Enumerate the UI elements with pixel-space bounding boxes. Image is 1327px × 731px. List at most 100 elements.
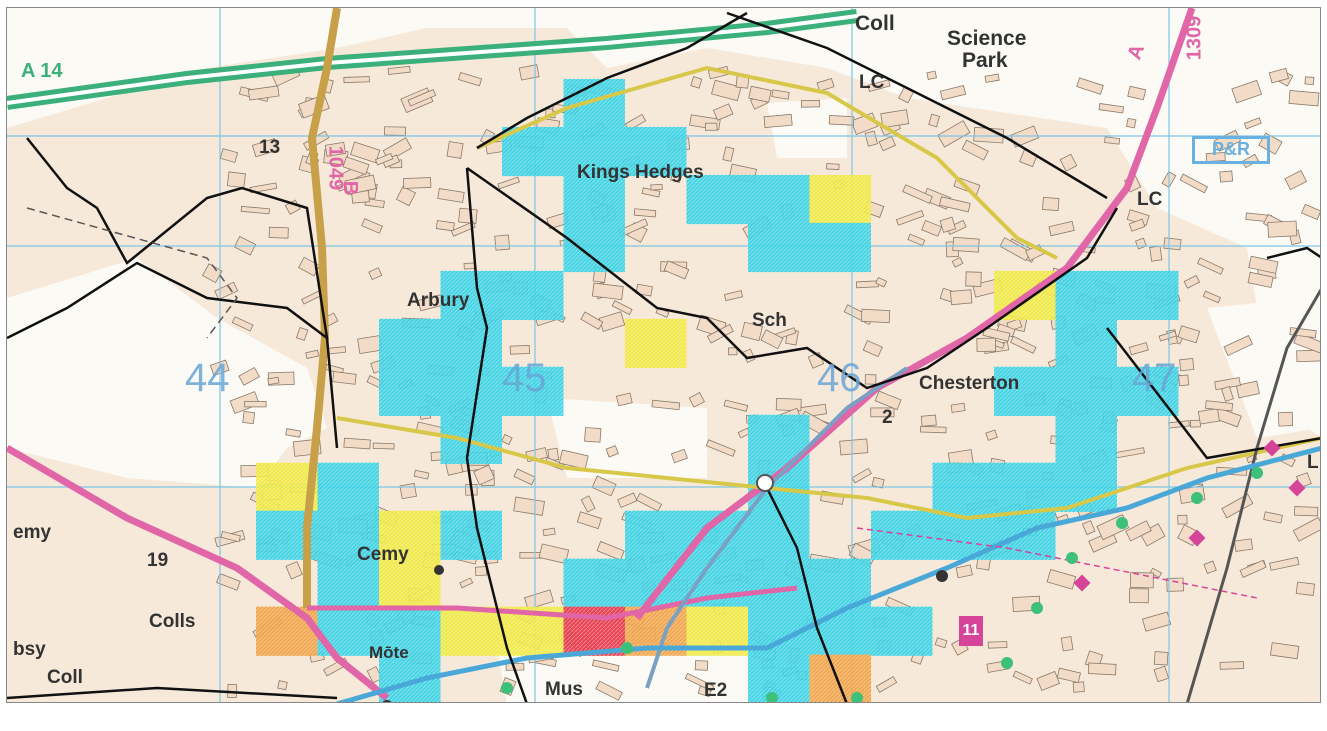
heat-cell-cyan xyxy=(748,654,810,702)
green-dot-9 xyxy=(1191,492,1203,504)
park-and-ride-sign: P&R xyxy=(1192,136,1270,164)
green-dot-3 xyxy=(766,692,778,702)
place-label-colls: Colls xyxy=(149,611,196,632)
heat-cell-cyan xyxy=(563,222,625,273)
place-label-arbury: Arbury xyxy=(407,290,470,311)
road-kings-hedges xyxy=(476,65,1058,260)
ward-boundary-9 xyxy=(7,686,338,700)
grid-number-44: 44 xyxy=(185,356,230,400)
church-symbol-south xyxy=(382,700,392,702)
ward-boundary-4 xyxy=(726,11,1108,200)
label-13: 13 xyxy=(259,137,281,158)
heat-cell-cyan xyxy=(379,318,441,369)
heat-cell-yellow xyxy=(379,558,441,608)
road-a14-centre xyxy=(7,14,858,105)
ordnance-survey-map[interactable]: A 14 Coll Science Park LC 1309 A B 1049 … xyxy=(6,7,1321,703)
footpath-west xyxy=(26,207,238,339)
heat-cell-yellow xyxy=(379,510,441,560)
ward-boundary-8 xyxy=(1106,327,1320,460)
heat-cell-cyan xyxy=(563,174,625,225)
heat-cell-cyan xyxy=(686,174,748,225)
ward-boundary-0 xyxy=(26,137,339,449)
heat-cell-cyan xyxy=(748,222,810,273)
ward-boundary-5 xyxy=(465,167,528,702)
road-label-a1309: 1309 xyxy=(1183,15,1206,61)
heat-cell-cyan xyxy=(625,510,687,560)
heat-cell-cyan xyxy=(440,270,502,321)
pink-diamond-2 xyxy=(1073,574,1091,592)
ward-boundary-1 xyxy=(7,261,328,340)
place-label-coll: Coll xyxy=(855,12,895,35)
heat-cell-cyan xyxy=(502,366,564,416)
label-l-edge: L xyxy=(1307,452,1319,473)
place-label-park: Park xyxy=(962,49,1008,72)
green-dot-8 xyxy=(1116,517,1128,529)
road-label-a14: A 14 xyxy=(21,60,63,82)
green-dot-4 xyxy=(851,692,863,702)
ward-boundary-2 xyxy=(476,11,748,150)
label-e2: E2 xyxy=(704,680,728,701)
roundabout xyxy=(756,474,774,492)
heat-cell-cyan xyxy=(748,174,810,225)
green-dot-0 xyxy=(501,682,513,694)
heat-cell-cyan xyxy=(748,510,810,560)
green-dot-10 xyxy=(1251,467,1263,479)
place-label-sch: Sch xyxy=(752,310,787,331)
pink-diamond-0 xyxy=(1188,529,1206,547)
heat-cell-cyan xyxy=(502,270,564,321)
heat-cell-cyan xyxy=(932,462,994,512)
heat-cell-cyan xyxy=(440,414,502,464)
label-2: 2 xyxy=(882,407,893,428)
road-label-1049: 1049 xyxy=(324,145,347,191)
place-label-cemy: Cemy xyxy=(357,544,409,565)
place-label-science: Science xyxy=(947,27,1027,50)
heat-cell-cyan xyxy=(871,510,933,560)
heat-cell-cyan xyxy=(1117,270,1179,321)
heat-cell-cyan xyxy=(440,366,502,416)
heat-cell-yellow xyxy=(625,318,687,369)
heat-cell-cyan xyxy=(994,462,1056,512)
road-b1049 xyxy=(303,8,341,608)
green-dot-7 xyxy=(1066,552,1078,564)
path-pink-east xyxy=(856,527,1258,599)
heat-cell-cyan xyxy=(748,558,810,608)
heat-cell-cyan xyxy=(809,558,871,608)
heat-cell-cyan xyxy=(1055,270,1117,321)
grid-number-45: 45 xyxy=(502,356,547,400)
place-label-mote: Mōte xyxy=(369,643,409,662)
road-a1309 xyxy=(634,8,1196,621)
green-dot-5 xyxy=(1001,657,1013,669)
place-label-coll-bottom: Coll xyxy=(47,667,83,688)
place-label-emy: emy xyxy=(13,522,52,543)
busway xyxy=(645,366,909,689)
heat-cell-cyan xyxy=(1055,366,1117,416)
heat-cell-cyan xyxy=(317,462,379,512)
heat-cell-cyan xyxy=(563,558,625,608)
river-cam xyxy=(336,445,1320,702)
road-a-south xyxy=(307,585,798,621)
heat-cell-cyan xyxy=(1055,462,1117,512)
church-symbol-east xyxy=(936,570,948,582)
place-label-mus: Mus xyxy=(545,679,583,700)
heat-cell-cyan xyxy=(1055,414,1117,464)
heat-cell-cyan xyxy=(809,606,871,656)
heat-cell-cyan xyxy=(994,366,1056,416)
railway-east xyxy=(1186,288,1320,702)
church-symbol xyxy=(434,565,444,575)
heat-cell-cyan xyxy=(809,222,871,273)
place-label-bsy: bsy xyxy=(13,639,46,660)
heat-cell-cyan xyxy=(502,126,564,177)
heat-cell-orange xyxy=(256,606,318,656)
junction-11-badge: 11 xyxy=(959,616,983,646)
heat-cell-cyan xyxy=(871,606,933,656)
heat-cell-cyan xyxy=(379,366,441,416)
heat-cell-yellow xyxy=(809,174,871,225)
label-lc-top: LC xyxy=(859,72,885,93)
heat-cell-cyan xyxy=(379,606,441,656)
heat-cell-cyan xyxy=(1055,318,1117,369)
green-dot-6 xyxy=(1031,602,1043,614)
place-label-kings-hedges: Kings Hedges xyxy=(577,162,704,183)
ward-boundary-3 xyxy=(466,166,1119,390)
place-label-chesterton: Chesterton xyxy=(919,373,1020,394)
grid-number-47: 47 xyxy=(1132,356,1177,400)
